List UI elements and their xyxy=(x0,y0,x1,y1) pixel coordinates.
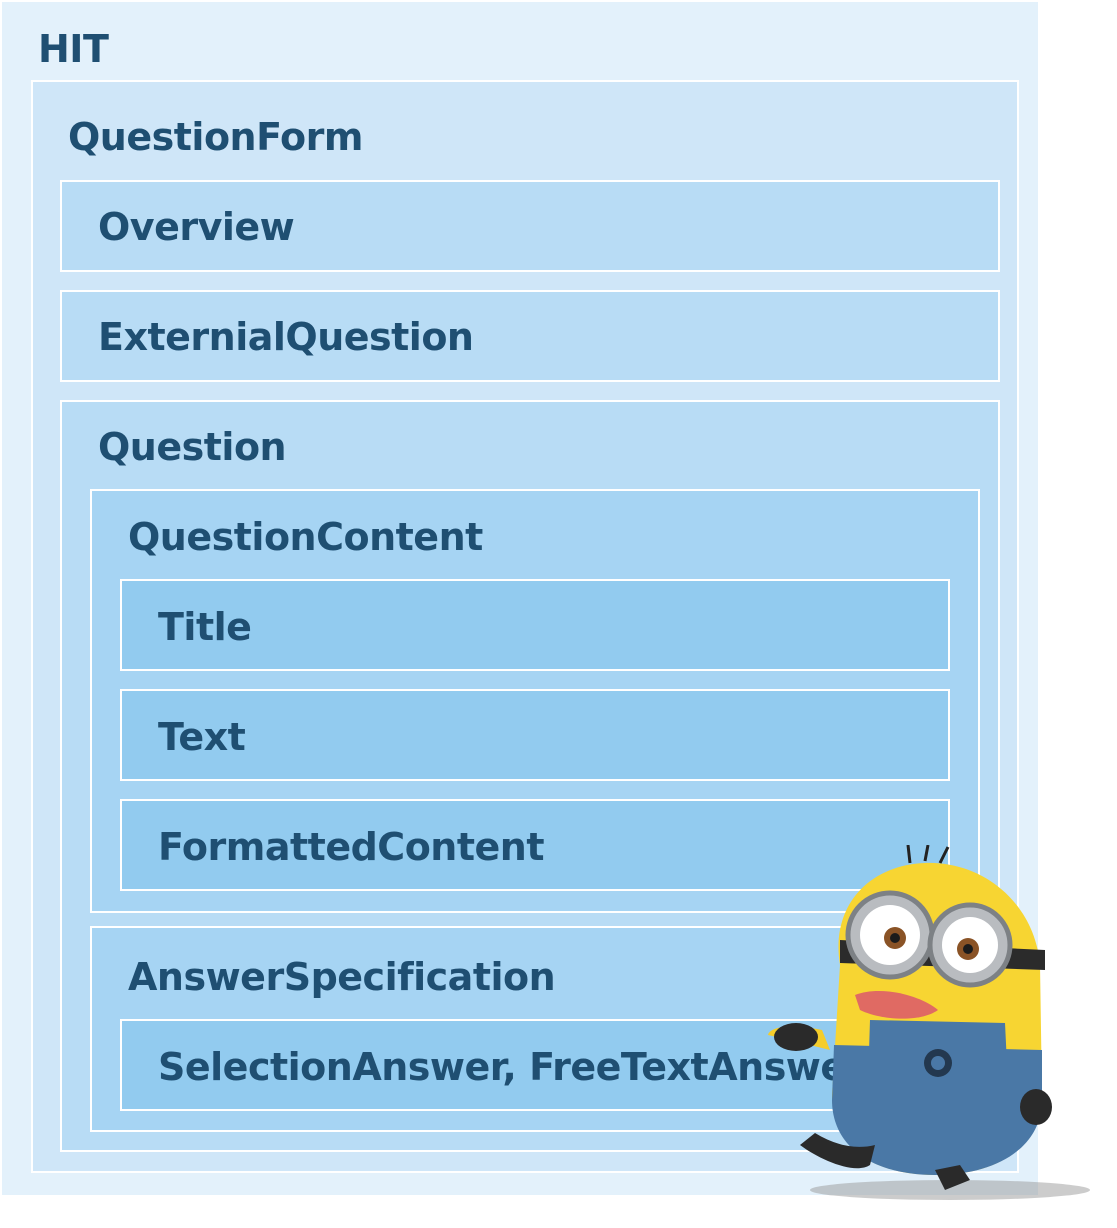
answer-specification-label: AnswerSpecification xyxy=(128,955,556,999)
external-question-box xyxy=(60,290,1000,382)
answer-types-box xyxy=(120,1019,950,1111)
question-form-label: QuestionForm xyxy=(68,115,363,159)
formatted-content-box xyxy=(120,799,950,891)
answer-types-label: SelectionAnswer, FreeTextAnswer xyxy=(158,1045,864,1089)
question-content-label: QuestionContent xyxy=(128,515,483,559)
text-label: Text xyxy=(158,715,246,759)
external-question-label: ExternialQuestion xyxy=(98,315,474,359)
text-box xyxy=(120,689,950,781)
minion-illustration-icon xyxy=(768,845,1090,1200)
title-label: Title xyxy=(158,605,252,649)
overview-label: Overview xyxy=(98,205,295,249)
hit-label: HIT xyxy=(38,27,109,71)
formatted-content-label: FormattedContent xyxy=(158,825,545,869)
overview-box xyxy=(60,180,1000,272)
title-box xyxy=(120,579,950,671)
question-label: Question xyxy=(98,425,287,469)
